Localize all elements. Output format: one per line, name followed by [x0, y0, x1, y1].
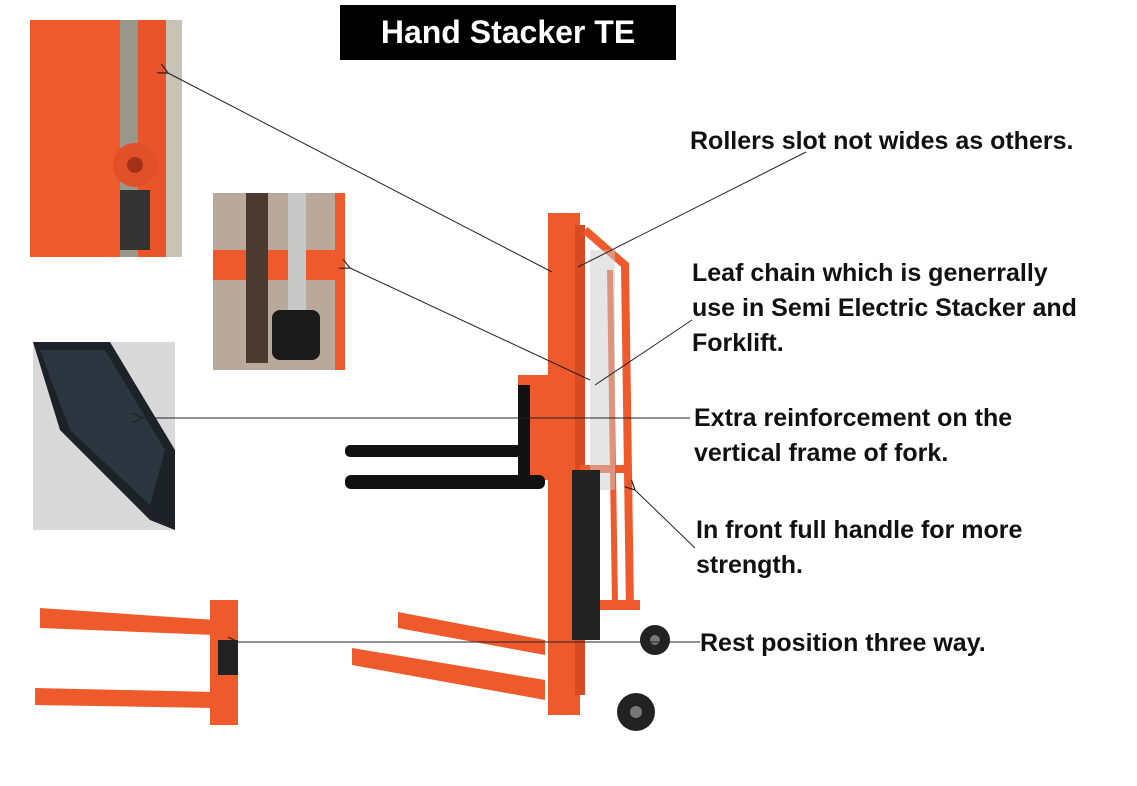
- page-title: Hand Stacker TE: [340, 5, 676, 60]
- annotation-rollers: Rollers slot not wides as others.: [690, 127, 1074, 155]
- annotation-line: strength.: [696, 551, 803, 579]
- leader-line-handle: [635, 490, 696, 549]
- annotation-handle: In front full handle for more strength.: [696, 513, 1022, 583]
- annotation-reinforcement: Extra reinforcement on the vertical fram…: [694, 401, 1012, 471]
- leader-line-rollers-inset: [168, 73, 553, 273]
- leader-line-chain-inset: [350, 268, 591, 381]
- leader-line-rollers-text: [577, 151, 807, 268]
- annotation-line: Extra reinforcement on the: [694, 404, 1013, 432]
- annotation-leaf-chain: Leaf chain which is generrally use in Se…: [692, 256, 1077, 361]
- annotation-line: use in Semi Electric Stacker and: [692, 294, 1077, 322]
- inset-photo-rollers: [30, 20, 182, 257]
- inset-photo-reinforcement: [33, 342, 175, 530]
- stacker-illustration: [345, 213, 670, 731]
- annotation-rest: Rest position three way.: [700, 629, 986, 657]
- annotation-line: vertical frame of fork.: [694, 439, 949, 467]
- annotation-line: Leaf chain which is generrally: [692, 259, 1048, 287]
- inset-photo-chain: [213, 193, 345, 370]
- annotation-line: Forklift.: [692, 329, 784, 357]
- leader-line-chain-text: [594, 319, 693, 386]
- annotation-line: In front full handle for more: [696, 516, 1023, 544]
- inset-photo-legs: [35, 600, 238, 725]
